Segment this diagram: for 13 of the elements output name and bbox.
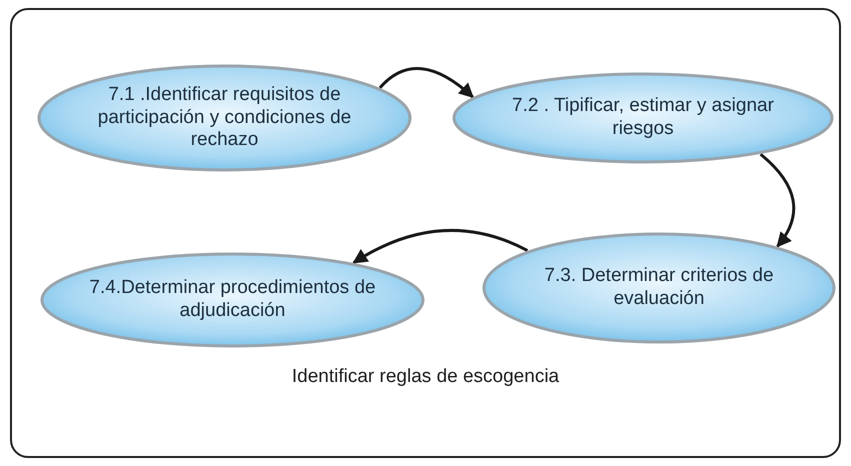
- process-ellipse: [452, 72, 834, 164]
- step-text: 7.2 . Tipificar, estimar y asignar riesgos: [511, 95, 775, 141]
- step-text: 7.4.Determinar procedimientos de adjudicación: [88, 277, 377, 323]
- process-ellipse: [40, 252, 425, 348]
- curved-arrow: [760, 153, 796, 248]
- step-text: 7.3. Determinar criterios de evaluación: [543, 265, 775, 311]
- curved-arrow: [352, 229, 528, 264]
- group-title: Identificar reglas de escogencia: [290, 366, 560, 388]
- step-text: 7.1 .Identificar requisitos de participación y condiciones de rechazo: [96, 84, 352, 152]
- process-ellipse: [37, 64, 412, 172]
- group-frame: [10, 8, 841, 458]
- curved-arrow: [378, 67, 474, 98]
- process-ellipse: [482, 232, 836, 344]
